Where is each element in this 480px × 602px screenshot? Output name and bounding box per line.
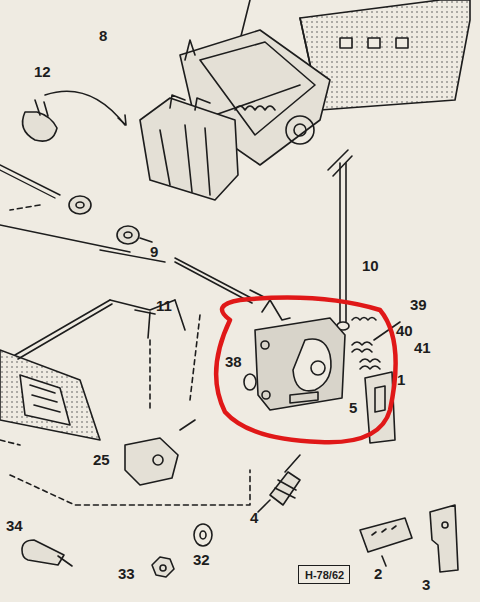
callout-number: 1 (397, 372, 405, 387)
callout-number: 10 (362, 258, 379, 273)
callout-number: 5 (349, 400, 357, 415)
callout-number: 34 (6, 518, 23, 533)
callout-number: 9 (150, 244, 158, 259)
callout-number: 11 (156, 298, 172, 313)
callout-number: 41 (414, 340, 431, 355)
callout-number: 40 (396, 323, 413, 338)
callout-number: 12 (34, 64, 51, 79)
callout-number: 33 (118, 566, 135, 581)
callout-number: 39 (410, 297, 427, 312)
callout-number: 25 (93, 452, 110, 467)
callout-number: 4 (250, 510, 258, 525)
callout-number: 38 (225, 354, 242, 369)
callout-number: 8 (99, 28, 107, 43)
callout-number: 2 (374, 566, 382, 581)
drawing-number: H-78/62 (305, 570, 343, 581)
callout-number: 32 (193, 552, 210, 567)
callout-number: 3 (422, 577, 430, 592)
drawing-number-box: H-78/62 (298, 565, 350, 584)
